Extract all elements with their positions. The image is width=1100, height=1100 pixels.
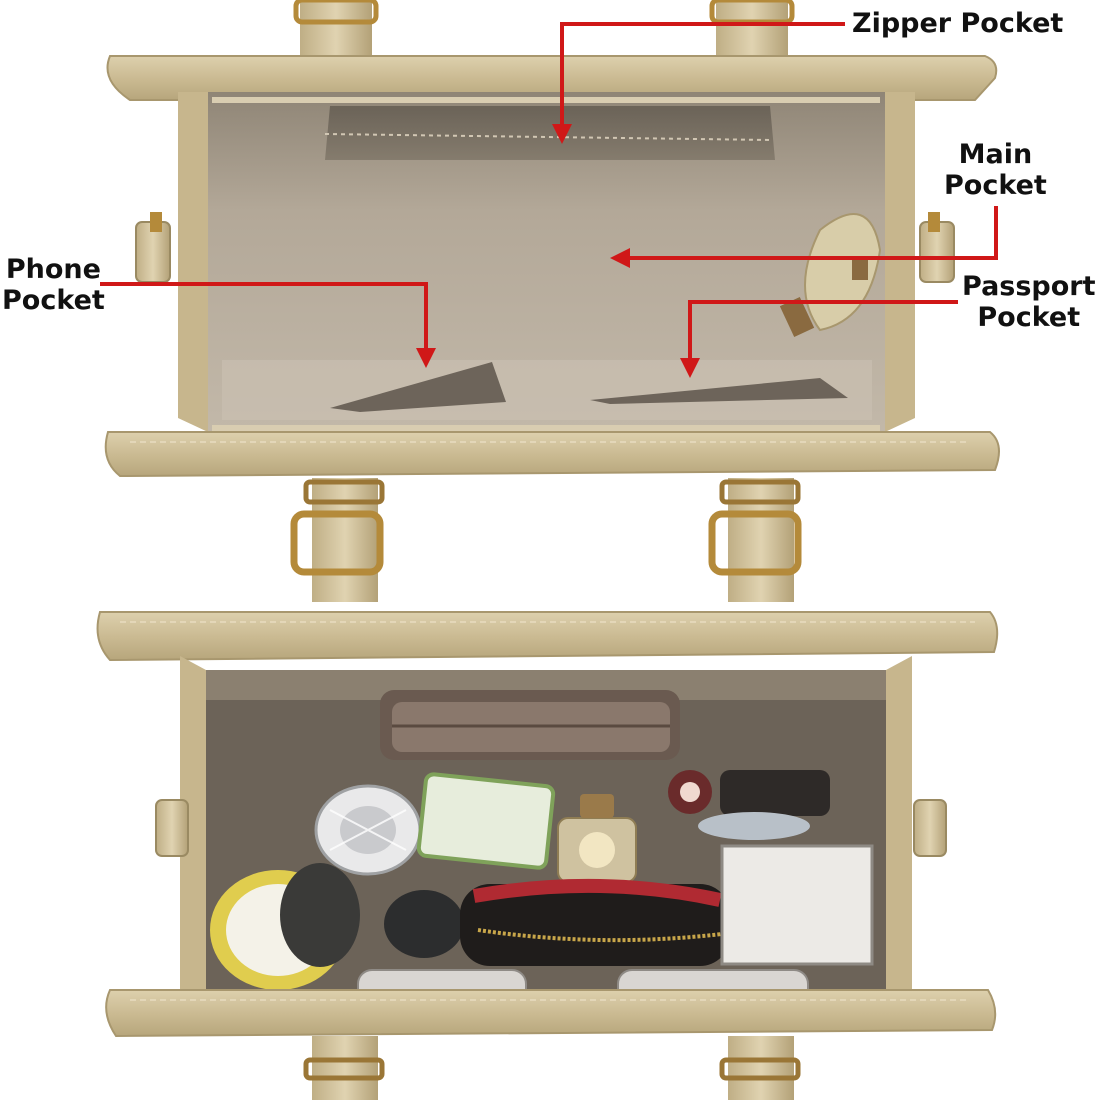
phone-pocket-arrow — [100, 282, 436, 368]
main-pocket-label-line1: Main — [958, 139, 1033, 170]
main-pocket-label-line2: Pocket — [944, 170, 1047, 201]
top-bag-photo — [104, 0, 1000, 478]
zipper-pocket-arrow — [552, 22, 845, 144]
zipper-pocket-label: Zipper Pocket — [852, 8, 1063, 39]
phone-pocket-label: Phone Pocket — [2, 254, 105, 316]
green-box — [416, 772, 556, 870]
middle-handles — [290, 478, 802, 602]
phone-slip-pocket — [330, 362, 506, 412]
phone-pocket-label-line1: Phone — [5, 254, 101, 285]
main-pocket-arrow — [610, 206, 998, 268]
zipper-pocket-label-line1: Zipper Pocket — [852, 8, 1064, 39]
white-box — [720, 844, 874, 966]
jar-yellow-lid — [210, 863, 360, 990]
perfume-bottle — [557, 794, 637, 883]
passport-pocket-arrow — [680, 300, 958, 378]
bottom-bag-photo — [96, 611, 999, 1100]
passport-pocket-label-line1: Passport — [962, 271, 1096, 302]
phone-pocket-label-line2: Pocket — [2, 285, 105, 316]
passport-slip-pocket — [590, 378, 848, 404]
main-pocket-label: Main Pocket — [944, 139, 1047, 201]
top-bag-handle-left — [300, 0, 372, 58]
zip-purse — [460, 878, 730, 966]
top-bag-handle-right — [716, 0, 788, 58]
crystal-glass — [314, 784, 422, 876]
key-ring — [668, 770, 830, 840]
passport-pocket-label: Passport Pocket — [962, 271, 1096, 333]
dark-bottle — [384, 890, 464, 958]
folded-wallet — [380, 690, 680, 760]
passport-pocket-label-line2: Pocket — [977, 302, 1081, 333]
